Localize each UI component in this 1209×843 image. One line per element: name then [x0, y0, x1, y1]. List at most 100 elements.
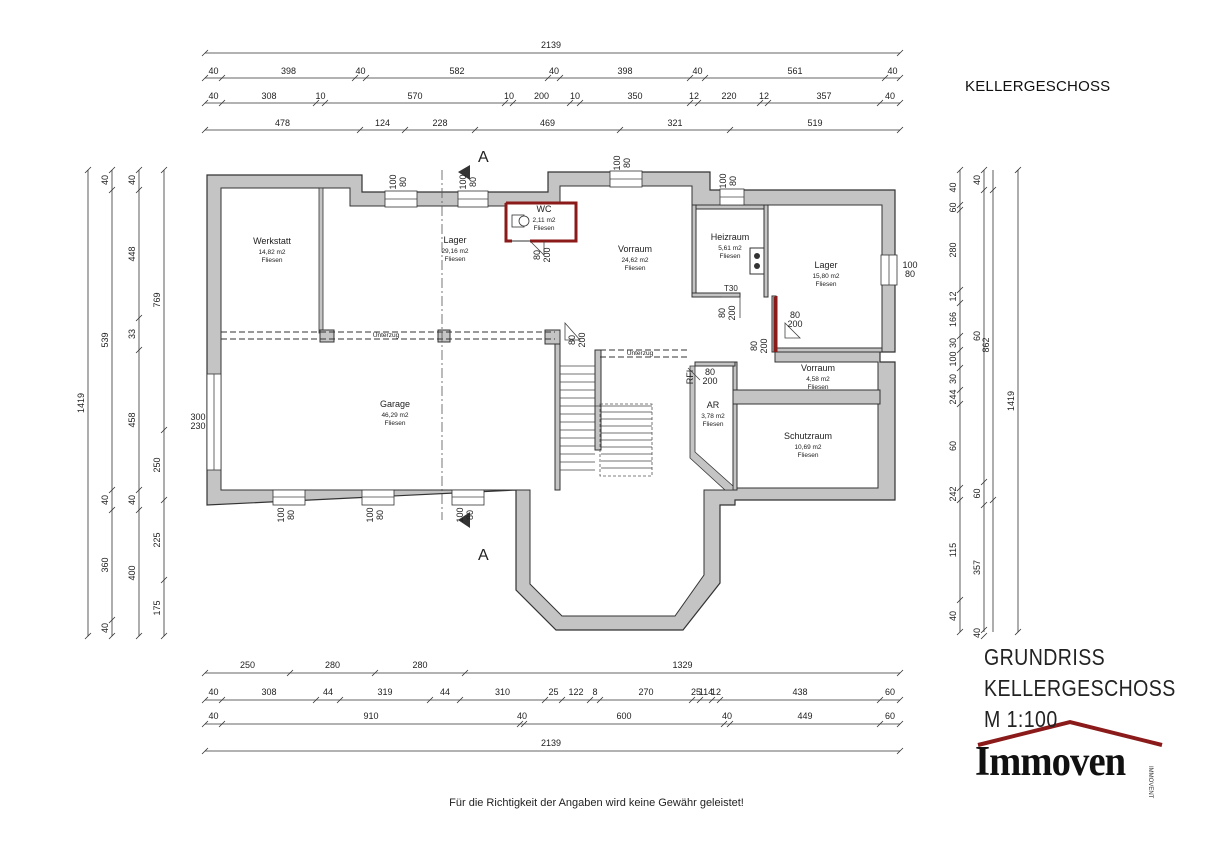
room-area-garage: 46,29 m2: [381, 412, 408, 419]
dim-top-r3-4: 10: [504, 91, 514, 101]
dim-bot-r2-12: 12: [711, 687, 721, 697]
opening-door_heiz-b: 200: [727, 305, 737, 320]
dim-bot-r3-6: 60: [885, 711, 895, 721]
dim-top-r3-1: 308: [261, 91, 276, 101]
dim-top-r3-5: 200: [534, 91, 549, 101]
dim-top-r3-3: 570: [407, 91, 422, 101]
dim-right-c1-1: 60: [948, 202, 958, 212]
dim-top-r4-5: 519: [807, 118, 822, 128]
room-name-schutzraum: Schutzraum: [784, 431, 832, 441]
opening-door_wc-b: 200: [542, 247, 552, 262]
dim-top-r3-11: 357: [816, 91, 831, 101]
opening-left_opening-a: 300: [190, 412, 205, 422]
dim-left-c3-5: 400: [127, 565, 137, 580]
room-floor-ar: Fliesen: [703, 421, 724, 428]
dim-right-c1-8: 244: [948, 389, 958, 404]
dim-left-c2-3: 360: [100, 557, 110, 572]
opening-door_lager-a: 80: [790, 310, 800, 320]
dim-right-c1-4: 166: [948, 312, 958, 327]
dim-top-r2-1: 398: [281, 66, 296, 76]
opening-door_stair-b: 200: [577, 332, 587, 347]
opening-top_win4-a: 100: [718, 173, 728, 188]
dim-bot-r2-8: 8: [592, 687, 597, 697]
opening-door_wc-a: 80: [532, 250, 542, 260]
dim-top-r3-7: 350: [627, 91, 642, 101]
dim-bot-r2-7: 122: [568, 687, 583, 697]
room-area-vorraum1: 24,62 m2: [621, 257, 648, 264]
dim-top-r3-2: 10: [315, 91, 325, 101]
room-name-lager1: Lager: [443, 235, 466, 245]
dim-top-r2-8: 40: [887, 66, 897, 76]
dim-right-c1-12: 40: [948, 611, 958, 621]
dim-bot-r2-11: 114: [699, 687, 713, 697]
dim-right-c1-0: 40: [948, 182, 958, 192]
title-block: GRUNDRISS KELLERGESCHOSS M 1:100: [984, 642, 1176, 735]
dim-bot-r2-2: 44: [323, 687, 333, 697]
title-line-2: KELLERGESCHOSS: [984, 675, 1176, 701]
dim-bottom-total: 2139: [541, 738, 561, 748]
dim-top-r3-0: 40: [208, 91, 218, 101]
room-area-wc: 2,11 m2: [532, 217, 555, 224]
dimension-chains-right: 4060280121663010030244602421154040606035…: [948, 166, 1022, 640]
room-floor-lager1: Fliesen: [445, 256, 466, 263]
opening-top_win4-b: 80: [728, 176, 738, 186]
dim-bot-r3-1: 910: [363, 711, 378, 721]
opening-door_ar-b: 200: [702, 376, 717, 386]
dim-bot-r3-0: 40: [208, 711, 218, 721]
logo-small-text: IMMOVENT: [1147, 766, 1153, 799]
dim-top-r4-4: 321: [667, 118, 682, 128]
room-floor-heizraum: Fliesen: [720, 253, 741, 260]
dim-right-c1-3: 12: [948, 291, 958, 301]
room-floor-vorraum1: Fliesen: [625, 265, 646, 272]
dim-left-c2-1: 539: [100, 332, 110, 347]
dim-right-c2-4: 40: [972, 628, 982, 638]
dim-left-c4-3: 175: [152, 600, 162, 615]
dim-bot-r1-0: 250: [240, 660, 255, 670]
room-name-heizraum: Heizraum: [711, 232, 750, 242]
dim-top-r4-2: 228: [432, 118, 447, 128]
dim-right-c2-1: 60: [972, 331, 982, 341]
room-name-werkstatt: Werkstatt: [253, 236, 291, 246]
dim-top-r2-7: 561: [787, 66, 802, 76]
sheet-title: KELLERGESCHOSS: [965, 78, 1111, 95]
disclaimer-text: Für die Richtigkeit der Angaben wird kei…: [449, 797, 744, 809]
opening-right_win-a: 100: [902, 260, 917, 270]
dim-left-c4-0: 769: [152, 292, 162, 307]
dim-bot-r3-5: 449: [797, 711, 812, 721]
dim-bot-r2-13: 438: [792, 687, 807, 697]
dim-right-c4-0: 1419: [1006, 391, 1016, 411]
dim-right-c1-7: 30: [948, 374, 958, 384]
room-area-vorraum2: 4,58 m2: [806, 376, 830, 383]
dim-top-r2-2: 40: [355, 66, 365, 76]
dim-bot-r2-6: 25: [548, 687, 558, 697]
dim-bot-r2-3: 319: [377, 687, 392, 697]
dim-left-c1-0: 1419: [76, 393, 86, 413]
dim-top-total: 2139: [541, 40, 561, 50]
dim-top-r2-6: 40: [692, 66, 702, 76]
dim-top-r3-12: 40: [885, 91, 895, 101]
dim-top-r3-8: 12: [689, 91, 699, 101]
dim-right-c2-2: 60: [972, 488, 982, 498]
dim-top-r2-5: 398: [617, 66, 632, 76]
dim-top-r3-10: 12: [759, 91, 769, 101]
opening-top_win3-a: 100: [612, 155, 622, 170]
interior-walls: [206, 187, 883, 491]
dim-right-c2-3: 357: [972, 560, 982, 575]
opening-right_win-b: 80: [905, 269, 915, 279]
dimension-chains-left: 1419405394036040404483345840400769250225…: [76, 166, 168, 640]
dim-bot-r2-10: 25: [691, 687, 701, 697]
dim-bot-r2-9: 270: [638, 687, 653, 697]
room-name-lager2: Lager: [814, 260, 837, 270]
dim-top-r4-0: 478: [275, 118, 290, 128]
dim-left-c3-2: 33: [127, 329, 137, 339]
opening-door_heiz-a: 80: [717, 308, 727, 318]
dim-bot-r3-3: 600: [616, 711, 631, 721]
opening-top_win3-b: 80: [622, 158, 632, 168]
dim-left-c2-2: 40: [100, 495, 110, 505]
logo-wordmark: Immoven: [975, 739, 1126, 785]
dim-left-c4-2: 225: [152, 532, 162, 547]
opening-bottom_win1-a: 100: [276, 507, 286, 522]
